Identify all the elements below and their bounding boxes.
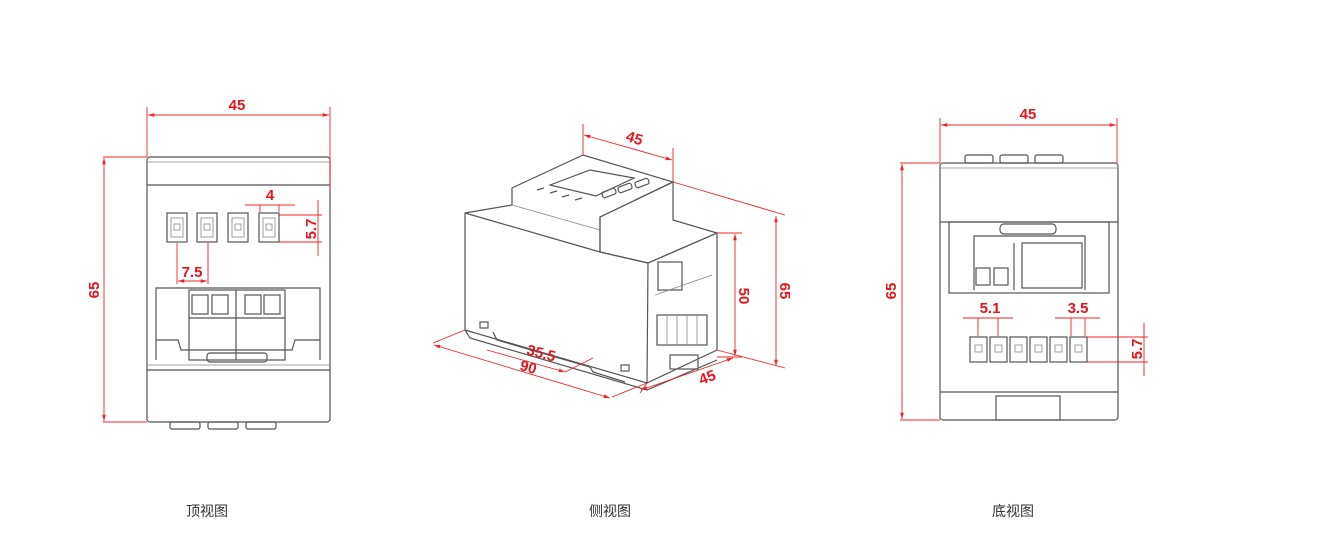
side-view: 45 65 50 45 90 35.5 <box>432 124 793 399</box>
dim-bottom-terminal-width: 3.5 <box>1068 300 1089 317</box>
dim-top-button-pitch: 7.5 <box>182 264 203 281</box>
top-view: 45 65 4 5.7 7.5 <box>86 97 331 430</box>
terminal-block <box>155 287 321 363</box>
dim-bottom-width: 45 <box>1020 106 1037 123</box>
dim-bottom-height: 65 <box>883 283 900 300</box>
dim-side-length: 90 <box>518 357 539 378</box>
bottom-view: 45 65 5.1 3.5 5.7 <box>883 106 1148 421</box>
dim-bottom-terminal-pitch: 5.1 <box>980 300 1001 317</box>
dim-side-top-width: 45 <box>624 128 645 149</box>
dim-side-rail: 35.5 <box>525 342 558 366</box>
button-row <box>166 212 280 243</box>
side-terminals <box>654 261 713 346</box>
dim-top-height: 65 <box>86 282 103 299</box>
caption-bottom-view: 底视图 <box>992 504 1034 520</box>
dim-top-width: 45 <box>229 97 246 114</box>
caption-top-view: 顶视图 <box>186 504 228 520</box>
dim-side-body-height: 50 <box>735 288 752 305</box>
terminal-row <box>969 336 1088 363</box>
dim-side-total-height: 65 <box>776 283 793 300</box>
dim-side-depth: 45 <box>697 367 718 389</box>
display-screen <box>547 169 636 197</box>
dim-top-button-height: 5.7 <box>303 219 320 240</box>
caption-side-view: 侧视图 <box>589 504 631 520</box>
dim-top-button-width: 4 <box>266 187 275 204</box>
dim-bottom-terminal-height: 5.7 <box>1129 339 1146 360</box>
